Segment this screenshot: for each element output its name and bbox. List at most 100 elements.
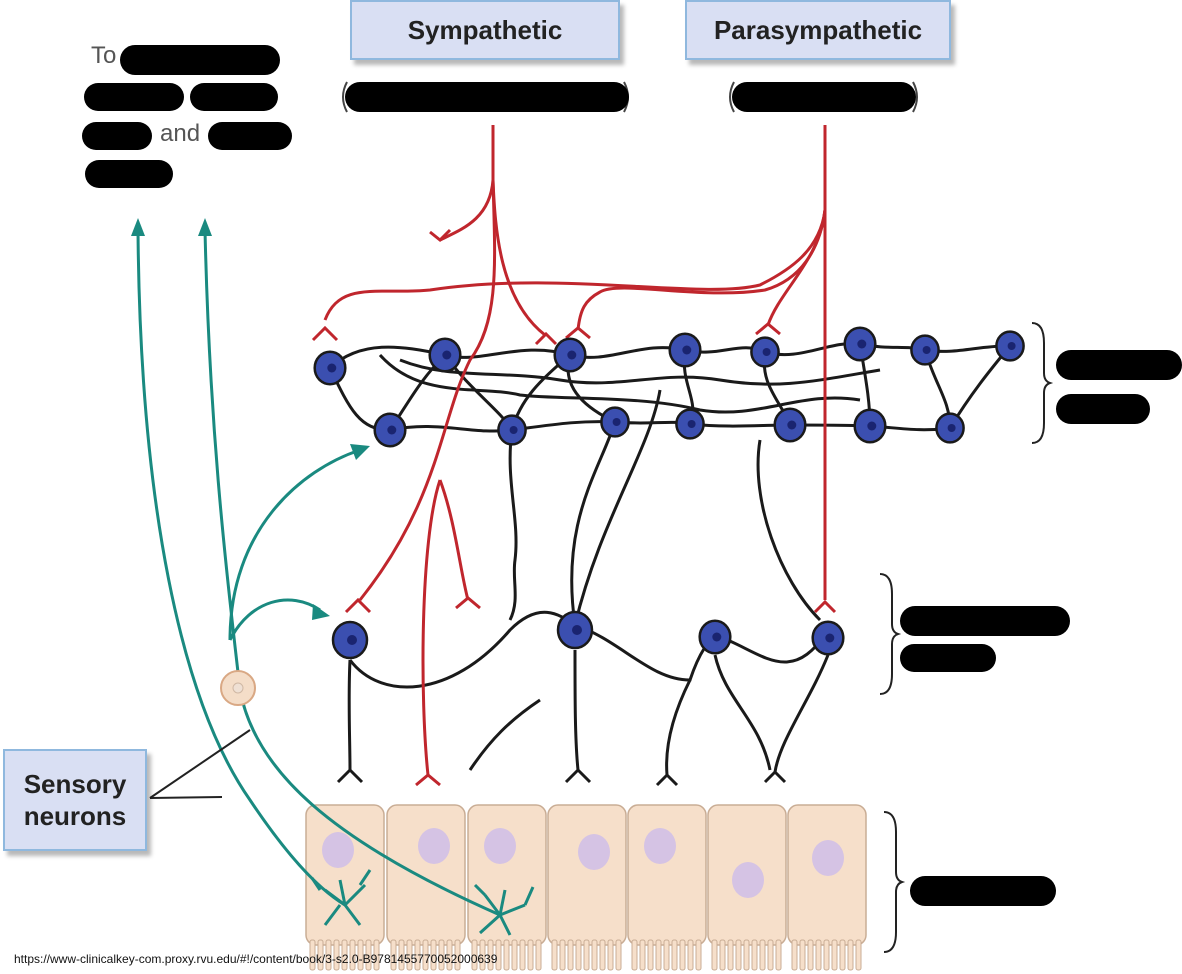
neuron-icon: [811, 620, 845, 656]
microvillus: [495, 939, 502, 971]
neuron-icon: [675, 408, 705, 440]
sensory-fiber-1: [136, 229, 346, 907]
parasympathetic-label: Parasympathetic: [685, 0, 951, 60]
microvillus: [559, 939, 566, 971]
microvillus: [527, 939, 534, 971]
microvillus: [591, 939, 598, 971]
epithelial-nucleus: [812, 840, 844, 876]
microvillus: [679, 939, 686, 971]
microvillus: [839, 939, 846, 971]
neuron-icon: [600, 406, 630, 438]
microvillus: [479, 939, 486, 971]
epithelial-nucleus: [418, 828, 450, 864]
microvillus: [430, 939, 437, 971]
redaction-bar: [1056, 394, 1150, 424]
microvillus: [823, 939, 830, 971]
microvillus: [422, 939, 429, 971]
microvillus: [503, 939, 510, 971]
microvillus: [406, 939, 413, 971]
neuron-icon: [750, 336, 780, 368]
microvillus: [727, 939, 734, 971]
redaction-bar: [208, 122, 292, 150]
microvillus: [583, 939, 590, 971]
redaction-bar: [900, 606, 1070, 636]
brackets: [879, 322, 1054, 953]
microvillus: [759, 939, 766, 971]
microvillus: [615, 939, 622, 971]
neuron-icon: [313, 350, 347, 386]
sympathetic-label: Sympathetic: [350, 0, 620, 60]
neuron-icon: [428, 337, 462, 373]
microvillus: [631, 939, 638, 971]
epithelial-nucleus: [732, 862, 764, 898]
microvillus: [446, 939, 453, 971]
microvillus: [767, 939, 774, 971]
microvillus: [775, 939, 782, 971]
epithelial-nucleus: [322, 832, 354, 868]
microvillus: [333, 939, 340, 971]
microvillus: [815, 939, 822, 971]
bracket-icon: [879, 573, 902, 695]
neuron-icon: [995, 330, 1025, 362]
bracket-icon: [1031, 322, 1054, 444]
neuron-icon: [698, 619, 732, 655]
microvillus: [414, 939, 421, 971]
microvillus: [751, 939, 758, 971]
epithelial-nucleus: [644, 828, 676, 864]
microvillus: [390, 939, 397, 971]
neuron-icon: [668, 332, 702, 368]
redaction-bar: [910, 876, 1056, 906]
arrow-icon: [312, 604, 330, 620]
microvillus: [567, 939, 574, 971]
microvillus: [575, 939, 582, 971]
neuron-icon: [556, 610, 594, 650]
microvillus: [511, 939, 518, 971]
microvillus: [607, 939, 614, 971]
microvillus: [687, 939, 694, 971]
neuron-icon: [553, 337, 587, 373]
epithelial-cell: [305, 804, 385, 946]
bracket-icon: [883, 811, 906, 953]
redaction-bar: [190, 83, 278, 111]
microvillus: [855, 939, 862, 971]
microvillus: [317, 939, 324, 971]
epithelial-cell: [627, 804, 707, 946]
microvillus: [719, 939, 726, 971]
sensory-label-lines: [149, 729, 251, 799]
microvillus: [799, 939, 806, 971]
microvillus: [357, 939, 364, 971]
microvillus: [438, 939, 445, 971]
arrow-icon: [131, 218, 145, 236]
microvillus: [398, 939, 405, 971]
neuron-icon: [773, 407, 807, 443]
neuron-icon: [843, 326, 877, 362]
redaction-bar: [82, 122, 152, 150]
epithelial-nucleus: [578, 834, 610, 870]
redaction-bar: [732, 82, 916, 112]
redaction-bar: [900, 644, 996, 672]
redaction-bar: [345, 82, 629, 112]
epithelial-cell: [547, 804, 627, 946]
microvillus: [655, 939, 662, 971]
epithelial-cell: [386, 804, 466, 946]
enteric-fibers: [328, 342, 1012, 787]
and-text: and: [160, 120, 201, 147]
microvillus: [471, 939, 478, 971]
redaction-bar: [120, 45, 280, 75]
microvillus: [599, 939, 606, 971]
microvillus: [807, 939, 814, 971]
sensory-arrowheads: [131, 218, 370, 620]
microvillus: [735, 939, 742, 971]
microvillus: [791, 939, 798, 971]
redaction-bar: [84, 83, 184, 111]
epithelial-cell: [467, 804, 547, 946]
neuron-icon: [497, 414, 527, 446]
microvillus: [535, 939, 542, 971]
neuron-icon: [853, 408, 887, 444]
microvillus: [454, 939, 461, 971]
arrow-icon: [198, 218, 212, 236]
redaction-bar: [85, 160, 173, 188]
microvillus: [551, 939, 558, 971]
epithelium: [305, 804, 867, 971]
